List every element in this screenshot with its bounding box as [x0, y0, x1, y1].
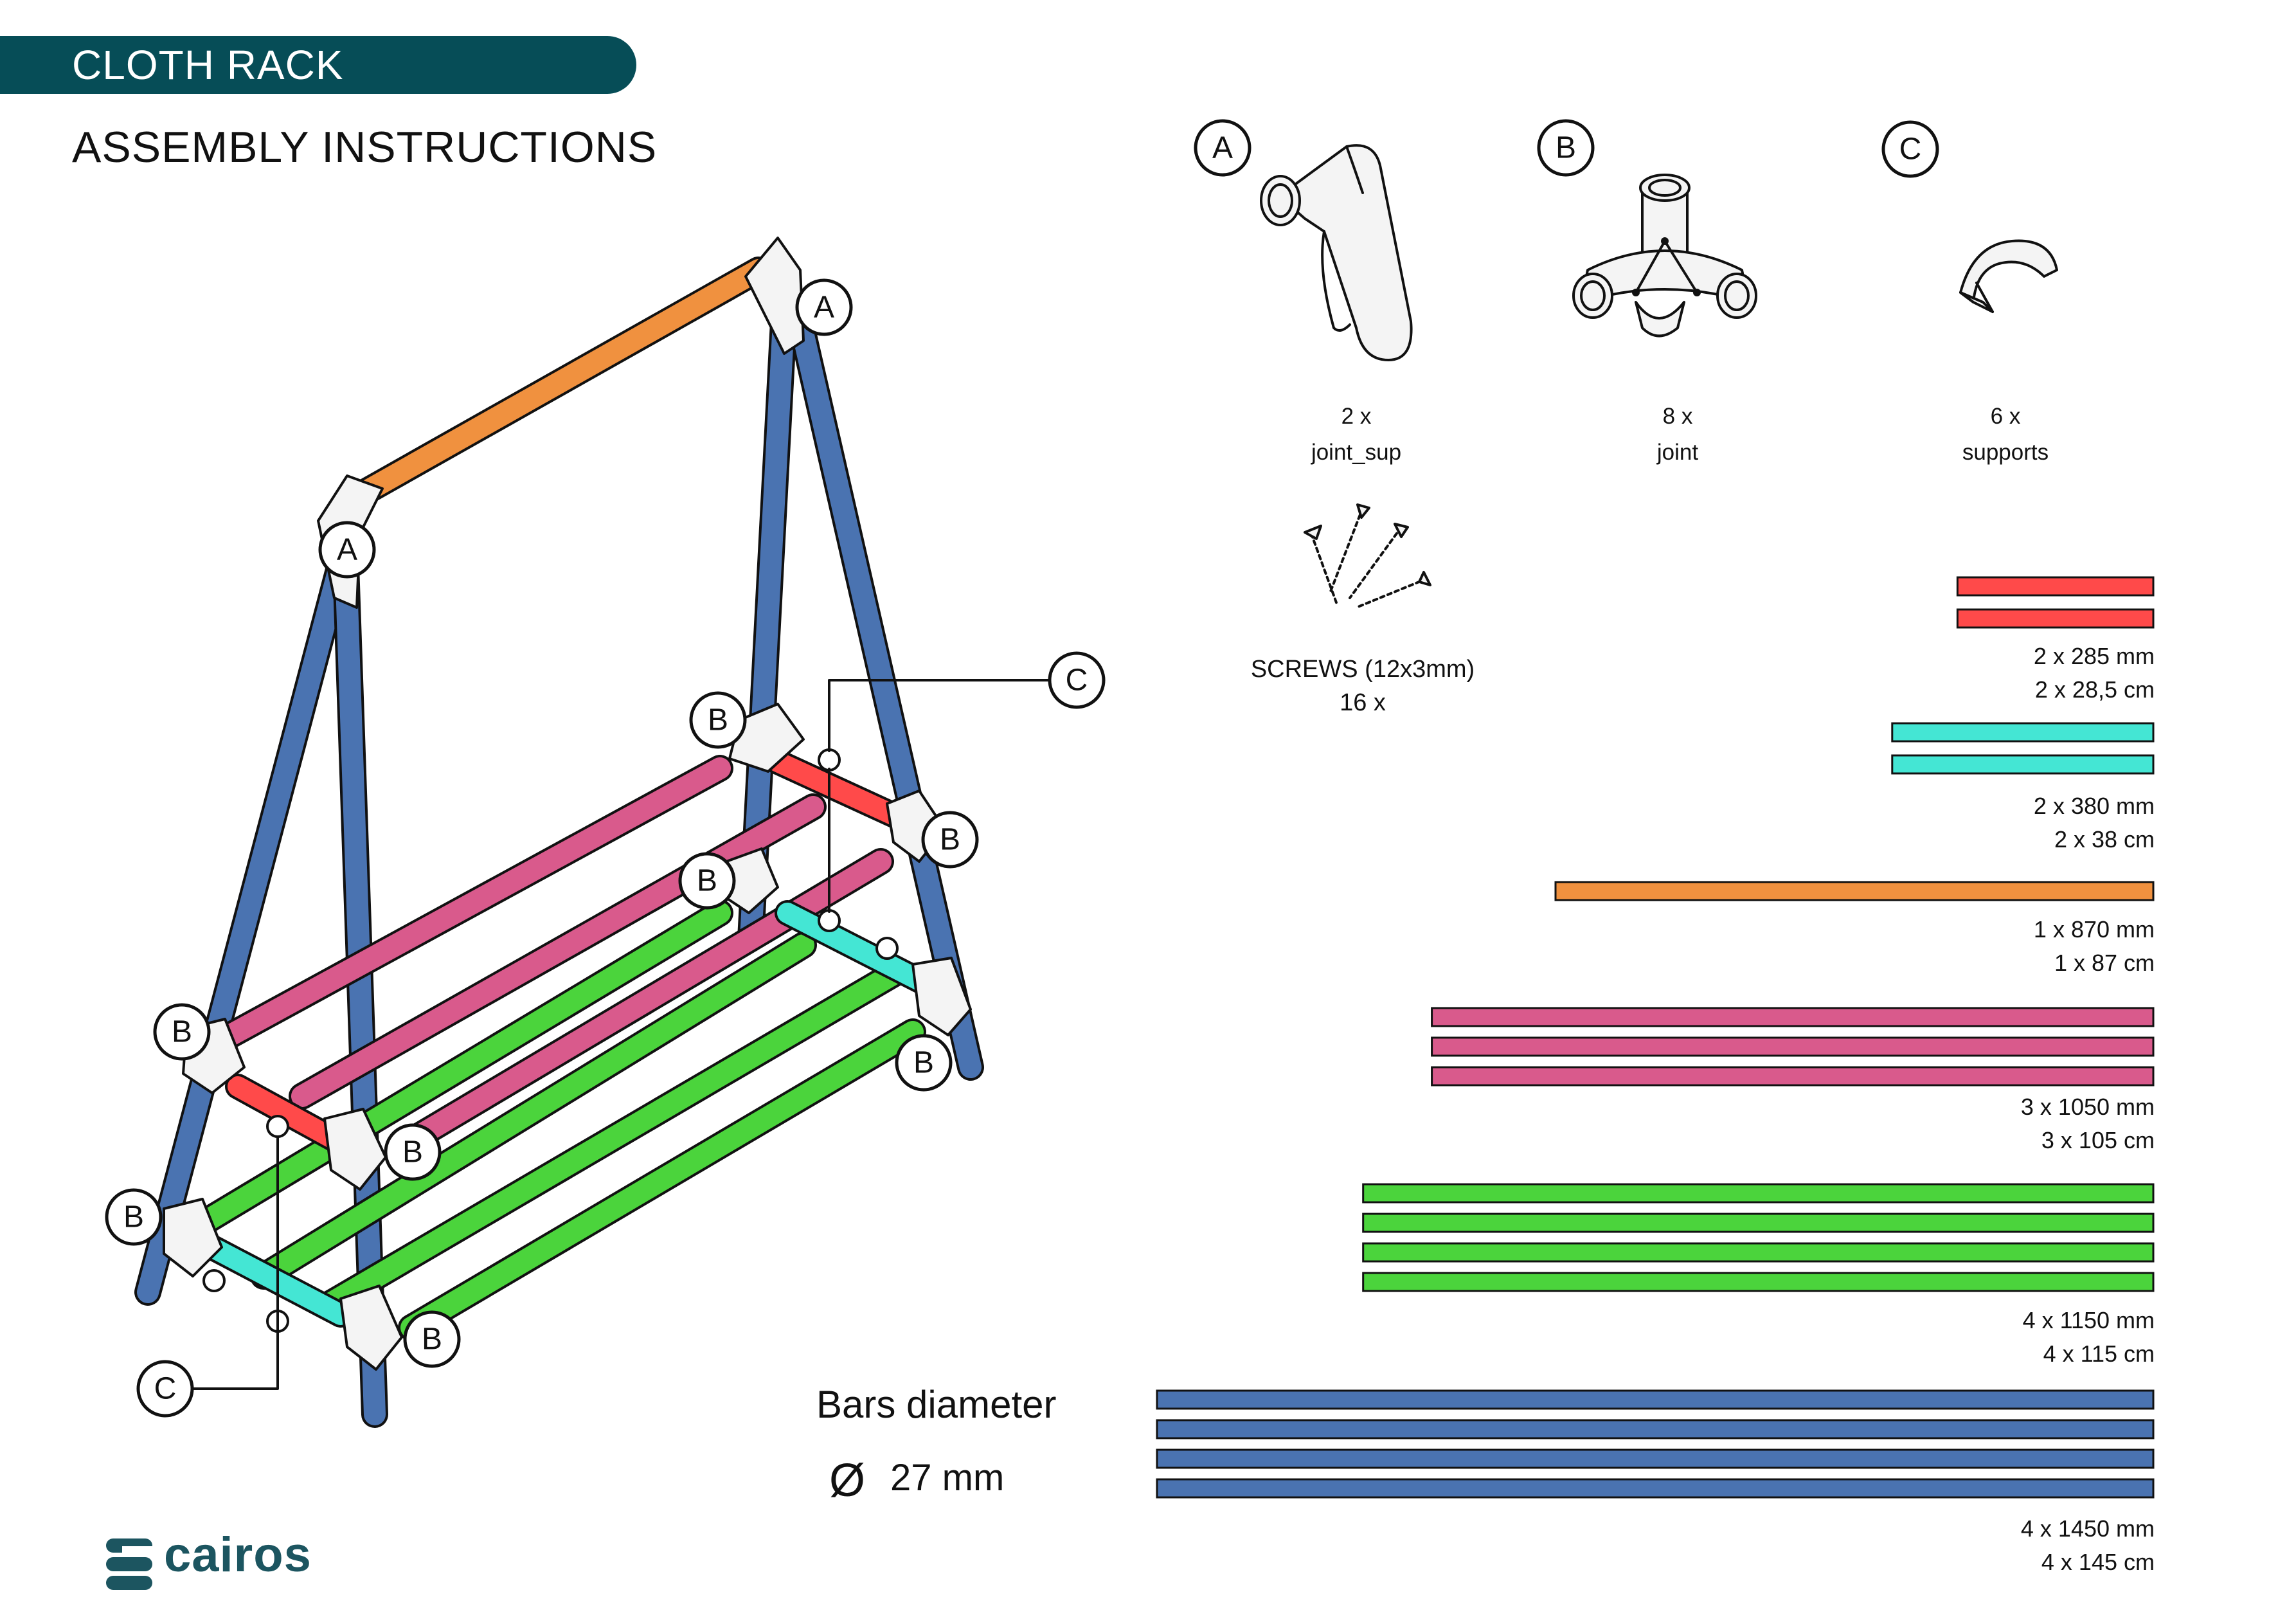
part-b-name: joint	[1656, 440, 1699, 465]
part-b-badge: B	[1537, 119, 1595, 177]
bar-green-mm: 4 x 1150 mm	[2022, 1307, 2155, 1333]
part-b-label: 8 x joint	[1581, 399, 1774, 471]
screws-label: SCREWS (12x3mm) 16 x	[1221, 653, 1504, 719]
callout-b-1: B	[689, 691, 747, 749]
bar-swatch-6-4	[1156, 1478, 2155, 1499]
support-clip-illustration	[1959, 239, 2058, 313]
bar-swatch-4-3	[1431, 1066, 2155, 1087]
part-a-badge: A	[1194, 119, 1251, 177]
bar-swatch-2-2	[1891, 754, 2155, 775]
callout-c-bottom: C	[136, 1360, 194, 1418]
svg-text:B: B	[402, 1135, 423, 1169]
bar-blue-length: 4 x 1450 mm 4 x 145 cm	[2021, 1512, 2155, 1579]
callout-b-5: B	[153, 1003, 211, 1061]
bar-blue-cm: 4 x 145 cm	[2041, 1549, 2155, 1575]
bar-orange-length: 1 x 870 mm 1 x 87 cm	[2034, 913, 2155, 980]
svg-text:A: A	[814, 291, 834, 325]
part-c-quantity: 6 x	[1990, 404, 2021, 429]
screws-illustration	[1304, 503, 1431, 609]
title-banner: CLOTH RACK	[0, 36, 636, 94]
bar-swatch-6-1	[1156, 1389, 2155, 1410]
svg-text:A: A	[1212, 131, 1233, 165]
svg-text:B: B	[1556, 131, 1576, 165]
bar-swatch-5-2	[1362, 1213, 2155, 1233]
bar-cyan-mm: 2 x 380 mm	[2033, 793, 2155, 819]
bar-swatch-5-4	[1362, 1272, 2155, 1292]
bar-swatch-2-1	[1891, 722, 2155, 743]
screws-quantity: 16 x	[1340, 689, 1386, 716]
callout-b-4: B	[895, 1034, 953, 1092]
bar-swatch-1-1	[1956, 576, 2155, 597]
support-marker-front-bottom	[202, 1269, 289, 1333]
svg-text:B: B	[708, 703, 728, 737]
bar-red-cm: 2 x 28,5 cm	[2034, 676, 2155, 703]
bar-cyan-cm: 2 x 38 cm	[2054, 826, 2155, 853]
bar-swatch-5-1	[1362, 1183, 2155, 1204]
part-a-name: joint_sup	[1311, 440, 1402, 465]
bar-red-length: 2 x 285 mm 2 x 28,5 cm	[2034, 640, 2155, 707]
bar-swatch-6-2	[1156, 1419, 2155, 1439]
svg-text:C: C	[1899, 132, 1922, 167]
bars-diameter-value: 27 mm	[890, 1457, 1005, 1499]
part-a-label: 2 x joint_sup	[1260, 399, 1453, 471]
callout-c-top: C	[1048, 651, 1106, 709]
bar-swatch-1-2	[1956, 608, 2155, 629]
page-title: CLOTH RACK	[72, 42, 344, 88]
svg-text:C: C	[1066, 663, 1088, 698]
svg-text:A: A	[337, 533, 357, 567]
bar-blue-mm: 4 x 1450 mm	[2020, 1515, 2155, 1542]
bar-pink-cm: 3 x 105 cm	[2041, 1127, 2155, 1153]
svg-text:C: C	[154, 1372, 177, 1406]
screws-title: SCREWS (12x3mm)	[1250, 656, 1475, 683]
bar-swatch-3-1	[1554, 881, 2155, 901]
callout-b-7: B	[105, 1188, 163, 1246]
part-c-name: supports	[1962, 440, 2049, 465]
diameter-icon: Ø	[829, 1455, 866, 1506]
bar-red-mm: 2 x 285 mm	[2033, 643, 2155, 669]
bar-swatch-6-3	[1156, 1448, 2155, 1469]
joint-illustration	[1572, 174, 1757, 338]
page-subtitle: ASSEMBLY INSTRUCTIONS	[72, 123, 658, 172]
rack-assembly-drawing: A A C C B B B	[105, 237, 1106, 1428]
svg-text:B: B	[697, 864, 717, 898]
svg-text:B: B	[123, 1200, 144, 1234]
brand-name: cairos	[164, 1528, 312, 1582]
joint-sup-right	[744, 237, 805, 355]
svg-text:B: B	[940, 823, 960, 857]
bar-orange-mm: 1 x 870 mm	[2033, 916, 2155, 943]
part-a-quantity: 2 x	[1341, 404, 1372, 429]
svg-text:B: B	[172, 1015, 192, 1049]
svg-text:B: B	[913, 1046, 934, 1080]
bar-swatch-4-1	[1431, 1007, 2155, 1027]
part-c-label: 6 x supports	[1909, 399, 2102, 471]
callout-b-8: B	[403, 1310, 461, 1368]
callout-b-2: B	[921, 811, 979, 869]
bar-green-cm: 4 x 115 cm	[2043, 1340, 2155, 1367]
svg-text:B: B	[422, 1322, 442, 1357]
callout-a-left: A	[318, 521, 376, 579]
bar-pink-mm: 3 x 1050 mm	[2020, 1094, 2155, 1120]
bars-diameter-title: Bars diameter	[816, 1383, 1057, 1426]
callout-a-top: A	[795, 278, 853, 336]
support-marker-front-top	[266, 1115, 289, 1138]
bar-swatch-5-3	[1362, 1242, 2155, 1263]
bar-orange-cm: 1 x 87 cm	[2054, 950, 2155, 976]
joint-sup-illustration	[1260, 144, 1413, 361]
part-c-badge: C	[1881, 120, 1939, 178]
bar-pink-length: 3 x 1050 mm 3 x 105 cm	[2021, 1090, 2155, 1157]
bar-swatches	[1156, 576, 2155, 1499]
bar-cyan-length: 2 x 380 mm 2 x 38 cm	[2034, 789, 2155, 856]
cairos-logo-icon	[106, 1538, 152, 1590]
callout-b-3: B	[678, 852, 736, 910]
bar-swatch-4-2	[1431, 1036, 2155, 1057]
part-b-quantity: 8 x	[1662, 404, 1693, 429]
callout-b-6: B	[384, 1123, 442, 1181]
bar-green-length: 4 x 1150 mm 4 x 115 cm	[2023, 1304, 2155, 1371]
